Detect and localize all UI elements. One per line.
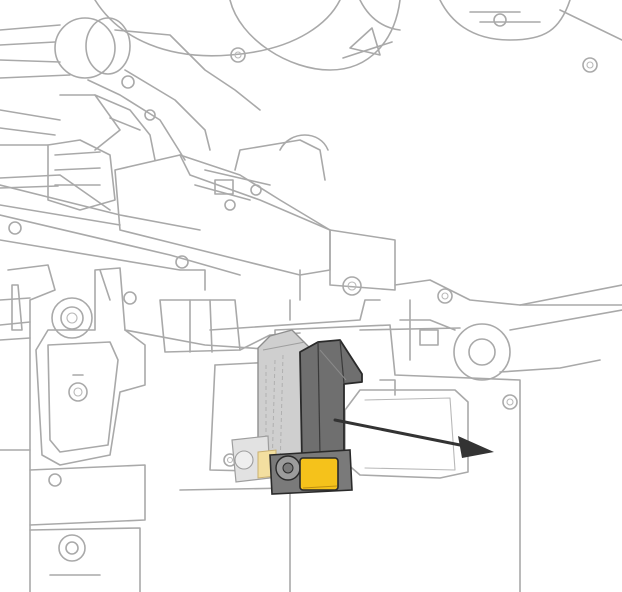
upper-roller-assembly	[0, 0, 622, 301]
touch-point-yellow	[299, 457, 339, 491]
platen-and-media	[394, 279, 622, 410]
slide-direction-arrow	[333, 418, 494, 458]
media-sensor-assembly	[231, 329, 363, 495]
left-frame	[0, 264, 281, 592]
